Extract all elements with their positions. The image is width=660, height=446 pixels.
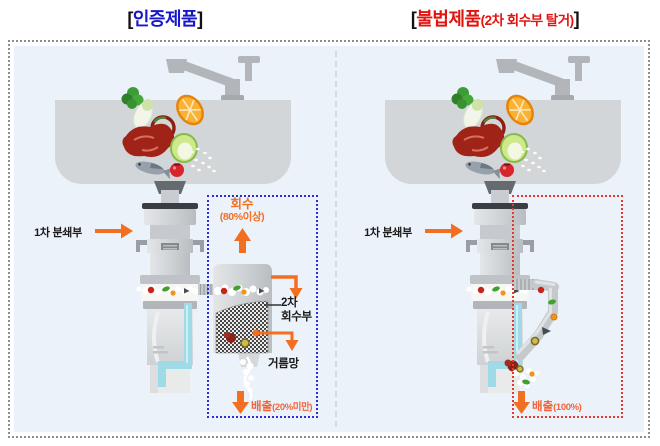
panel-divider [335, 51, 337, 427]
bracket: [ [410, 9, 417, 29]
discharge-down-arrow-right [513, 391, 530, 414]
outlet-connector-right [514, 279, 538, 290]
label-discharge-right-rate: (100%) [553, 402, 582, 413]
strainer-mesh [215, 300, 269, 354]
right-panel-illustration [385, 56, 621, 414]
strainer-arrow [252, 329, 299, 351]
crusher-arrow-right [425, 223, 463, 239]
discharge-zone-box [512, 195, 623, 418]
label-primary-crusher-right: 1차 분쇄부 [364, 227, 412, 239]
label-secondary-recovery: 2차 회수부 [281, 297, 312, 324]
bracket: [ [127, 9, 133, 29]
label-strainer: 거름망 [268, 358, 299, 370]
recovery-flow-arrow [271, 275, 303, 299]
waste-drip-left [240, 356, 254, 401]
label-recovery: 회수 (80%이상) [206, 198, 278, 223]
bracket: ] [573, 9, 580, 29]
label-discharge-right-title: 배출 [532, 401, 554, 413]
title-illegal-text: 불법제품 [416, 9, 481, 29]
label-recovery-rate: (80%이상) [219, 210, 265, 223]
outlet-connector-left [198, 284, 214, 295]
title-illegal-suffix: (2차 회수부 탈거) [480, 13, 575, 28]
label-primary-crusher-left: 1차 분쇄부 [34, 227, 82, 239]
label-discharge-left-title: 배출 [251, 401, 273, 413]
label-secondary-line2: 회수부 [281, 310, 312, 323]
bracket: ] [197, 9, 203, 29]
title-illegal-product: [불법제품(2차 회수부 탈거)] [330, 5, 660, 31]
recovered-waste-flow [214, 284, 269, 296]
recovery-up-arrow [234, 228, 251, 253]
title-certified-product: [인증제품] [0, 5, 330, 31]
label-discharge-right: 배출(100%) [532, 397, 582, 415]
recovery-zone-box [207, 195, 318, 418]
discharge-down-arrow-left [232, 391, 249, 414]
crusher-arrow-left [95, 223, 133, 239]
label-discharge-left: 배출(20%미만) [251, 397, 313, 415]
left-panel-illustration [55, 56, 303, 414]
label-recovery-title: 회수 [230, 197, 254, 211]
label-discharge-left-rate: (20%미만) [272, 402, 313, 413]
escaping-waste-bits [504, 286, 558, 389]
label-secondary-line1: 2차 [281, 297, 298, 309]
title-certified-text: 인증제품 [132, 9, 198, 29]
